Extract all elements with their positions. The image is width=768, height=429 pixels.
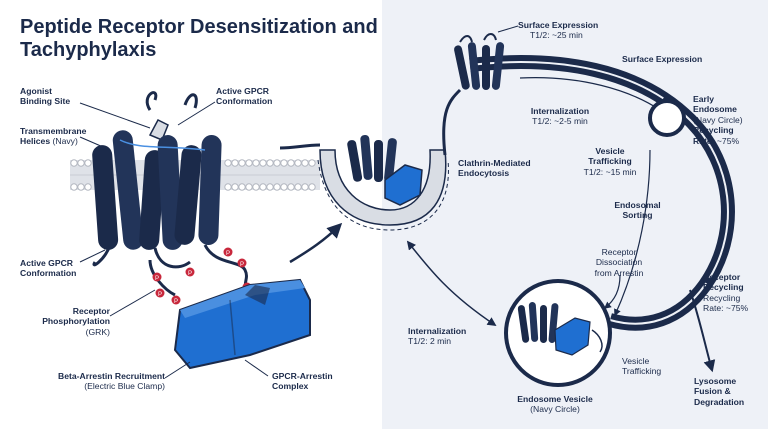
gpcr-receptor xyxy=(92,91,251,297)
svg-text:P: P xyxy=(155,276,159,282)
lipid-head xyxy=(245,159,253,167)
extracellular-loop xyxy=(145,91,158,111)
agonist-ligand xyxy=(148,119,169,141)
lipid-head xyxy=(266,159,274,167)
lipid-head xyxy=(266,183,274,191)
svg-text:P: P xyxy=(174,299,178,305)
lipid-head xyxy=(252,183,260,191)
extracellular-loop xyxy=(183,93,198,109)
lipid-head xyxy=(259,183,267,191)
label-surface-expression-arc: Surface Expression xyxy=(622,54,703,64)
lipid-head xyxy=(252,159,260,167)
membrane-curve xyxy=(442,88,462,156)
helix-5 xyxy=(174,145,202,245)
internalization-arrow xyxy=(406,240,497,326)
lipid-head xyxy=(301,159,309,167)
label-endosome-vesicle: Endosome Vesicle(Navy Circle) xyxy=(517,394,593,415)
endosome-vesicle xyxy=(504,279,612,387)
lipid-head xyxy=(273,183,281,191)
lipid-head xyxy=(287,183,295,191)
lipid-head xyxy=(294,159,302,167)
phospho-site: P xyxy=(237,258,247,268)
leader-lines xyxy=(79,101,269,379)
lipid-head xyxy=(224,159,232,167)
phospho-site: P xyxy=(185,267,195,277)
lipid-head xyxy=(77,183,85,191)
svg-text:P: P xyxy=(188,271,192,277)
lipid-head xyxy=(70,183,78,191)
endocytosis-arrow xyxy=(289,222,343,264)
helix-3 xyxy=(139,150,165,250)
early-endosome-circle xyxy=(648,99,686,137)
conformation-highlight xyxy=(119,139,206,151)
helix-2 xyxy=(112,130,144,250)
phospho-site: P xyxy=(152,272,162,282)
lipid-head xyxy=(70,159,78,167)
leader-line xyxy=(497,25,519,33)
surface-receptor xyxy=(454,33,505,90)
clathrin-coated-pit xyxy=(317,134,449,231)
svg-text:P: P xyxy=(158,292,162,298)
intracellular-loop xyxy=(153,247,191,269)
lipid-head xyxy=(301,183,309,191)
lipid-head xyxy=(231,159,239,167)
phospho-site: P xyxy=(171,295,181,305)
lipid-head xyxy=(280,183,288,191)
beta-arrestin-clamp xyxy=(173,278,311,370)
lipid-head xyxy=(224,183,232,191)
lipid-head xyxy=(77,159,85,167)
lipid-head xyxy=(308,183,316,191)
dissociation-arrow xyxy=(603,274,621,309)
lipid-head xyxy=(231,183,239,191)
phospho-site: P xyxy=(223,247,233,257)
lipid-head xyxy=(238,159,246,167)
label-arrestin-recruitment: Beta-Arrestin Recruitment(Electric Blue … xyxy=(58,371,165,392)
lipid-head xyxy=(308,159,316,167)
helix-6 xyxy=(198,135,222,245)
svg-text:P: P xyxy=(226,251,230,257)
degradation-arrow xyxy=(689,289,716,373)
lipid-head xyxy=(294,183,302,191)
lipid-head xyxy=(245,183,253,191)
diagram-title: Peptide Receptor Desensitization and Tac… xyxy=(20,16,378,61)
phospho-site: P xyxy=(155,288,165,298)
lipid-head xyxy=(280,159,288,167)
svg-text:P: P xyxy=(240,262,244,268)
helix-1 xyxy=(92,145,119,250)
lipid-head xyxy=(84,183,92,191)
trafficking-loop xyxy=(469,55,735,373)
lipid-head xyxy=(84,159,92,167)
lipid-head xyxy=(238,183,246,191)
lipid-head xyxy=(287,159,295,167)
lipid-head xyxy=(259,159,267,167)
lipid-head xyxy=(273,159,281,167)
